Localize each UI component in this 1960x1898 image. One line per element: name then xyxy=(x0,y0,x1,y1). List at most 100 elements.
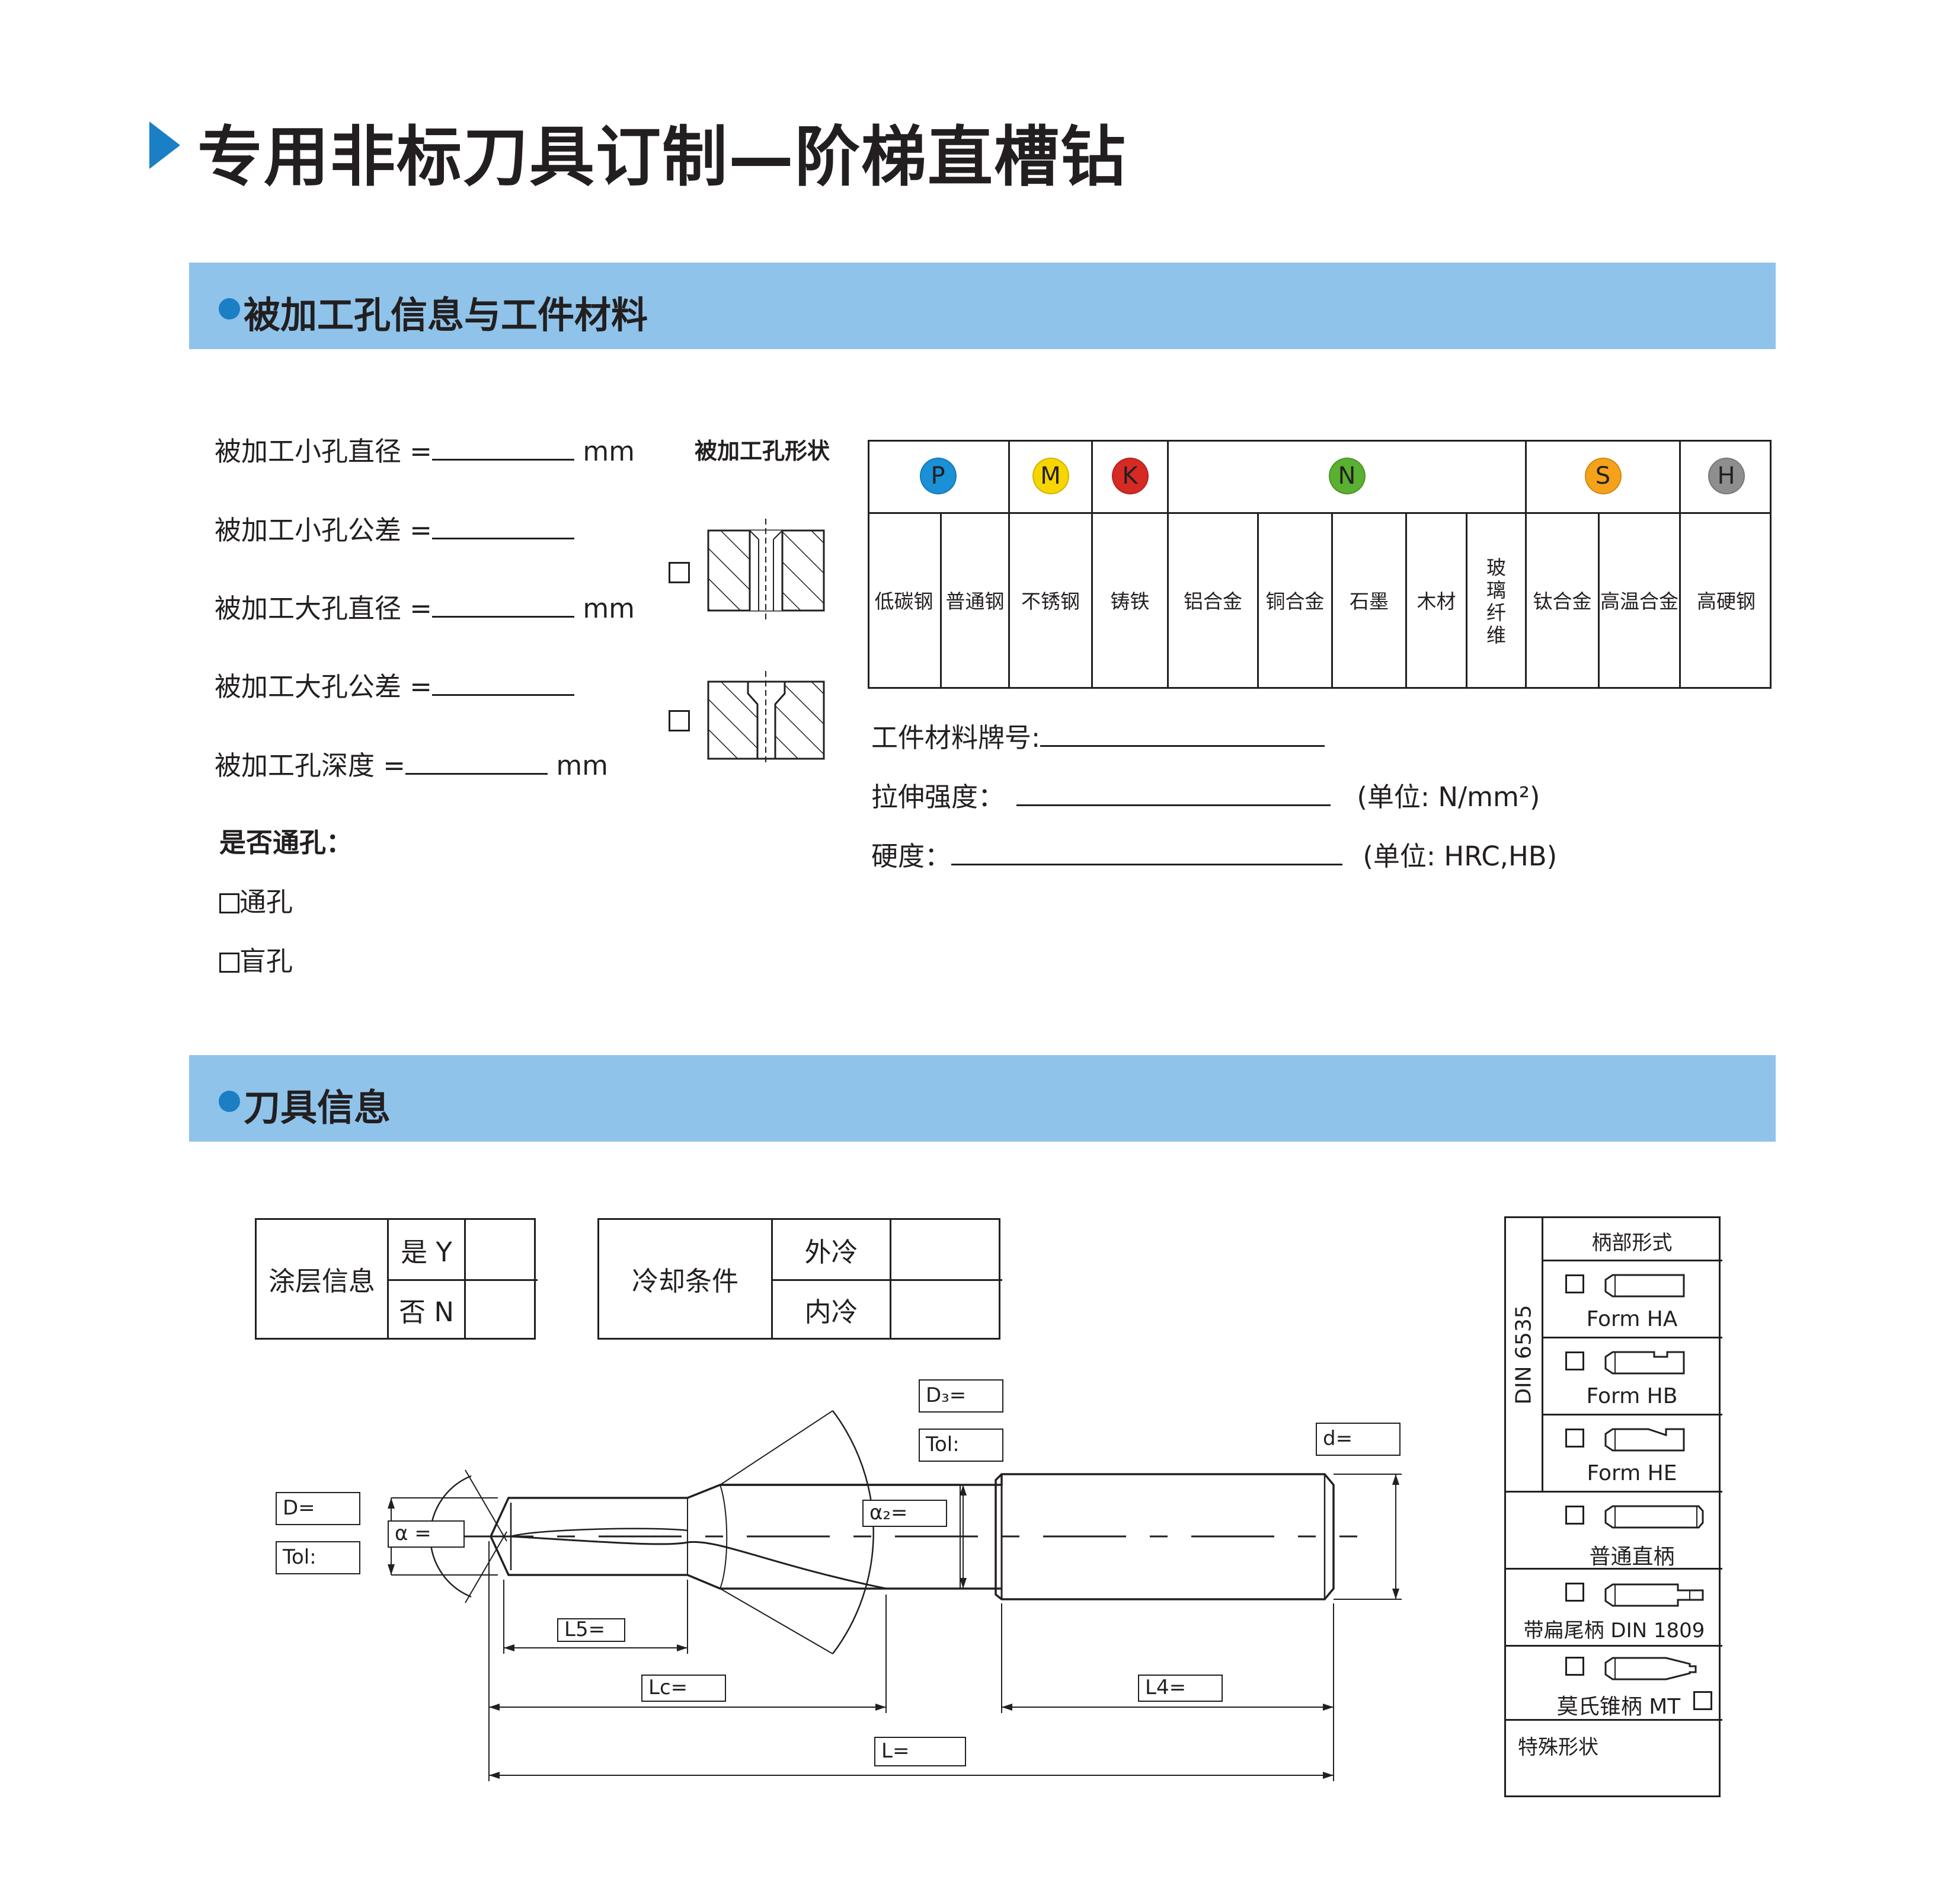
material-badge-n: N xyxy=(1328,458,1366,494)
dim-alpha2-input[interactable]: α₂= xyxy=(862,1500,947,1527)
flat-tail-shank-icon xyxy=(1604,1583,1704,1607)
option-through-hole[interactable]: 通孔 xyxy=(219,880,293,919)
hardness-input[interactable] xyxy=(951,841,1343,865)
special-shape-input[interactable] xyxy=(1506,1758,1719,1795)
material-badge-s: S xyxy=(1584,458,1622,494)
material-glass-fiber[interactable]: 玻璃纤维 xyxy=(1467,514,1527,689)
material-aluminum-alloy[interactable]: 铝合金 xyxy=(1169,514,1259,689)
tensile-strength-input[interactable] xyxy=(1016,782,1331,806)
group-header-p: P xyxy=(868,440,1010,512)
group-header-m: M xyxy=(1010,440,1093,512)
small-hole-tolerance-input[interactable] xyxy=(432,515,575,539)
cooling-external-label: 外冷 xyxy=(804,1236,858,1268)
material-badge-h: H xyxy=(1708,458,1745,494)
field-tensile-strength: 拉伸强度： (单位: N/mm²) xyxy=(871,781,1540,813)
cooling-label: 冷却条件 xyxy=(631,1266,738,1297)
morse-taper-shank-icon xyxy=(1604,1657,1697,1680)
dim-alpha-input[interactable]: α = xyxy=(388,1520,465,1548)
field-large-hole-tolerance: 被加工大孔公差 = xyxy=(215,665,575,704)
hole-shape-1-checkbox[interactable] xyxy=(669,562,690,583)
cooling-internal-label: 内冷 xyxy=(804,1296,858,1328)
dim-L-input[interactable]: L= xyxy=(874,1737,966,1766)
coating-label: 涂层信息 xyxy=(268,1266,375,1297)
dim-tol-top-input[interactable]: Tol: xyxy=(919,1429,1003,1462)
page-title: 专用非标刀具订制—阶梯直槽钻 xyxy=(197,119,1127,195)
section-header-tool-info: 刀具信息 xyxy=(189,1055,1776,1142)
dim-L4-input[interactable]: L4= xyxy=(1138,1675,1223,1702)
hole-shape-2-checkbox[interactable] xyxy=(669,710,690,731)
coating-no-label: 否 N xyxy=(399,1296,454,1328)
bullet-icon xyxy=(219,298,240,319)
material-grade-input[interactable] xyxy=(1040,723,1325,747)
straight-shank-checkbox[interactable] xyxy=(1565,1506,1584,1525)
field-small-hole-diameter: 被加工小孔直径 = mm xyxy=(215,436,635,467)
section-header-hole-info: 被加工孔信息与工件材料 xyxy=(189,263,1776,349)
hole-depth-input[interactable] xyxy=(405,750,548,775)
dim-L5-input[interactable]: L5= xyxy=(557,1618,625,1642)
section-title: 被加工孔信息与工件材料 xyxy=(244,293,648,337)
morse-size-checkbox[interactable] xyxy=(1693,1691,1712,1710)
straight-shank-label: 普通直柄 xyxy=(1589,1545,1675,1569)
hole-shape-diagrams xyxy=(707,519,825,765)
morse-taper-label: 莫氏锥柄 MT xyxy=(1556,1695,1681,1719)
blind-hole-checkbox[interactable] xyxy=(219,953,239,973)
small-hole-diameter-input[interactable] xyxy=(432,436,575,461)
stepped-hole-diagram-2 xyxy=(707,671,825,765)
group-header-h: H xyxy=(1681,440,1772,512)
large-hole-diameter-input[interactable] xyxy=(432,593,575,618)
material-low-carbon-steel[interactable]: 低碳钢 xyxy=(868,514,942,689)
material-badge-p: P xyxy=(919,458,957,494)
form-he-label: Form HE xyxy=(1587,1461,1677,1485)
hole-shape-label: 被加工孔形状 xyxy=(695,438,830,464)
din-6535-label: DIN 6535 xyxy=(1511,1305,1536,1405)
field-hole-depth: 被加工孔深度 = mm xyxy=(215,750,608,781)
material-wood[interactable]: 木材 xyxy=(1407,514,1467,689)
material-superalloy[interactable]: 高温合金 xyxy=(1600,514,1681,689)
material-general-steel[interactable]: 普通钢 xyxy=(942,514,1010,689)
form-hb-shank-icon xyxy=(1604,1351,1685,1375)
field-hardness: 硬度： (单位: HRC,HB) xyxy=(871,841,1558,872)
dim-Lc-input[interactable]: Lc= xyxy=(641,1675,726,1702)
coating-table: 涂层信息 是 Y 否 N xyxy=(255,1218,538,1340)
material-hardened-steel[interactable]: 高硬钢 xyxy=(1697,589,1756,613)
dim-tol-left-input[interactable]: Tol: xyxy=(276,1541,360,1574)
through-hole-checkbox[interactable] xyxy=(219,893,239,913)
form-ha-label: Form HA xyxy=(1586,1307,1678,1331)
shank-header: 柄部形式 xyxy=(1591,1231,1673,1255)
straight-shank-icon xyxy=(1604,1505,1704,1529)
form-hb-checkbox[interactable] xyxy=(1565,1351,1584,1370)
material-badge-k: K xyxy=(1111,458,1149,494)
stepped-hole-diagram-1 xyxy=(707,519,825,619)
form-ha-checkbox[interactable] xyxy=(1565,1274,1584,1293)
cooling-table: 冷却条件 外冷 内冷 xyxy=(597,1218,1002,1340)
coating-yes-label: 是 Y xyxy=(401,1236,452,1268)
flat-tail-checkbox[interactable] xyxy=(1565,1583,1584,1602)
morse-taper-checkbox[interactable] xyxy=(1565,1657,1584,1676)
material-badge-m: M xyxy=(1032,458,1069,494)
dim-D3-input[interactable]: D₃= xyxy=(919,1379,1003,1413)
large-hole-tolerance-input[interactable] xyxy=(432,672,575,696)
flat-tail-label: 带扁尾柄 DIN 1809 xyxy=(1523,1619,1705,1643)
dim-D-input[interactable]: D= xyxy=(276,1492,360,1525)
material-cast-iron[interactable]: 铸铁 xyxy=(1093,514,1169,689)
material-table: P M K N S H 低碳钢 普通钢 不锈钢 铸铁 铝合金 铜合金 石墨 木材… xyxy=(868,440,1772,689)
group-header-n: N xyxy=(1169,440,1527,512)
form-he-checkbox[interactable] xyxy=(1565,1429,1584,1448)
form-he-shank-icon xyxy=(1604,1428,1685,1452)
dim-d-input[interactable]: d= xyxy=(1316,1423,1401,1456)
group-header-k: K xyxy=(1093,440,1169,512)
material-graphite[interactable]: 石墨 xyxy=(1333,514,1407,689)
section-title: 刀具信息 xyxy=(244,1086,391,1129)
through-hole-question: 是否通孔： xyxy=(219,827,353,858)
material-titanium-alloy[interactable]: 钛合金 xyxy=(1527,514,1600,689)
material-stainless-steel[interactable]: 不锈钢 xyxy=(1010,514,1093,689)
material-copper-alloy[interactable]: 铜合金 xyxy=(1259,514,1333,689)
bullet-icon xyxy=(219,1091,240,1112)
field-small-hole-tolerance: 被加工小孔公差 = xyxy=(215,509,575,547)
shank-form-table: 柄部形式 DIN 6535 Form HA Form HB Form HE 普通… xyxy=(1504,1216,1722,1797)
title-arrow-icon xyxy=(149,122,180,169)
group-header-s: S xyxy=(1527,440,1681,512)
option-blind-hole[interactable]: 盲孔 xyxy=(219,940,293,978)
field-material-grade: 工件材料牌号: xyxy=(871,716,1325,755)
special-shape-label: 特殊形状 xyxy=(1518,1736,1598,1759)
